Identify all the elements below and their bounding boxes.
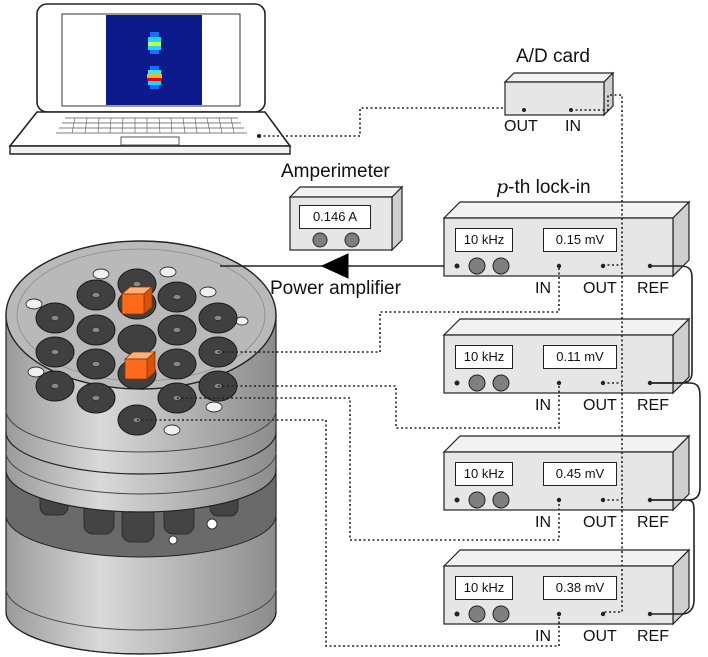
lockin-port-dot <box>556 263 562 269</box>
wires <box>137 94 701 647</box>
lockin-in-label: IN <box>535 280 551 297</box>
amperimeter-reading: 0.146 A <box>299 205 371 229</box>
ad-card-box <box>503 71 615 117</box>
lockin-knob <box>492 374 510 392</box>
amperimeter-title: Amperimeter <box>281 161 390 182</box>
lockin-knob <box>492 605 510 623</box>
laptop <box>8 3 292 155</box>
lockin-knob <box>468 257 486 275</box>
coil-array-cylinder <box>5 240 277 655</box>
lockin-in-label: IN <box>535 628 551 645</box>
ad-card-in-label: IN <box>565 118 581 135</box>
lockin-frequency-display: 10 kHz <box>455 462 513 486</box>
lockin-header: p-th lock-in <box>496 176 591 199</box>
lockin-port-dot <box>600 611 606 617</box>
lockin-out-label: OUT <box>583 628 617 645</box>
lockin-knob <box>454 380 460 386</box>
lockin-header-suffix: -th lock-in <box>508 177 591 198</box>
lockin-knob <box>468 491 486 509</box>
orange-cube-top <box>120 286 154 315</box>
lockin-port-dot <box>556 380 562 386</box>
power-amplifier-label: Power amplifier <box>270 278 401 299</box>
lockin-voltage-display: 0.38 mV <box>543 576 617 600</box>
lockin-port-dot <box>556 611 562 617</box>
orange-cube-bottom <box>123 351 157 380</box>
lockin-knob <box>468 605 486 623</box>
lockin-voltage-display: 0.11 mV <box>543 345 617 369</box>
lockin-ref-label: REF <box>637 628 669 645</box>
lockin-knob <box>454 263 460 269</box>
lockin-ref-label: REF <box>637 514 669 531</box>
heatmap-screen <box>106 15 202 105</box>
ad-card-out-label: OUT <box>504 118 538 135</box>
lockin-knob <box>492 491 510 509</box>
lockin-ref-label: REF <box>637 397 669 414</box>
lockin-box <box>442 317 691 395</box>
lockin-knob <box>454 611 460 617</box>
lockin-out-label: OUT <box>583 280 617 297</box>
lockin-index-symbol: p <box>496 176 509 198</box>
lockin-frequency-display: 10 kHz <box>455 228 513 252</box>
lockin-knob <box>468 374 486 392</box>
lockin-knob <box>454 497 460 503</box>
lockin-out-label: OUT <box>583 514 617 531</box>
lockin-knob <box>492 257 510 275</box>
lockin-voltage-display: 0.15 mV <box>543 228 617 252</box>
lockin-in-label: IN <box>535 514 551 531</box>
lockin-frequency-display: 10 kHz <box>455 345 513 369</box>
lockin-frequency-display: 10 kHz <box>455 576 513 600</box>
ad-card-title: A/D card <box>516 46 590 67</box>
lockin-ref-label: REF <box>637 280 669 297</box>
lockin-in-label: IN <box>535 397 551 414</box>
lockin-port-dot <box>556 497 562 503</box>
lockin-voltage-display: 0.45 mV <box>543 462 617 486</box>
lockin-out-label: OUT <box>583 397 617 414</box>
